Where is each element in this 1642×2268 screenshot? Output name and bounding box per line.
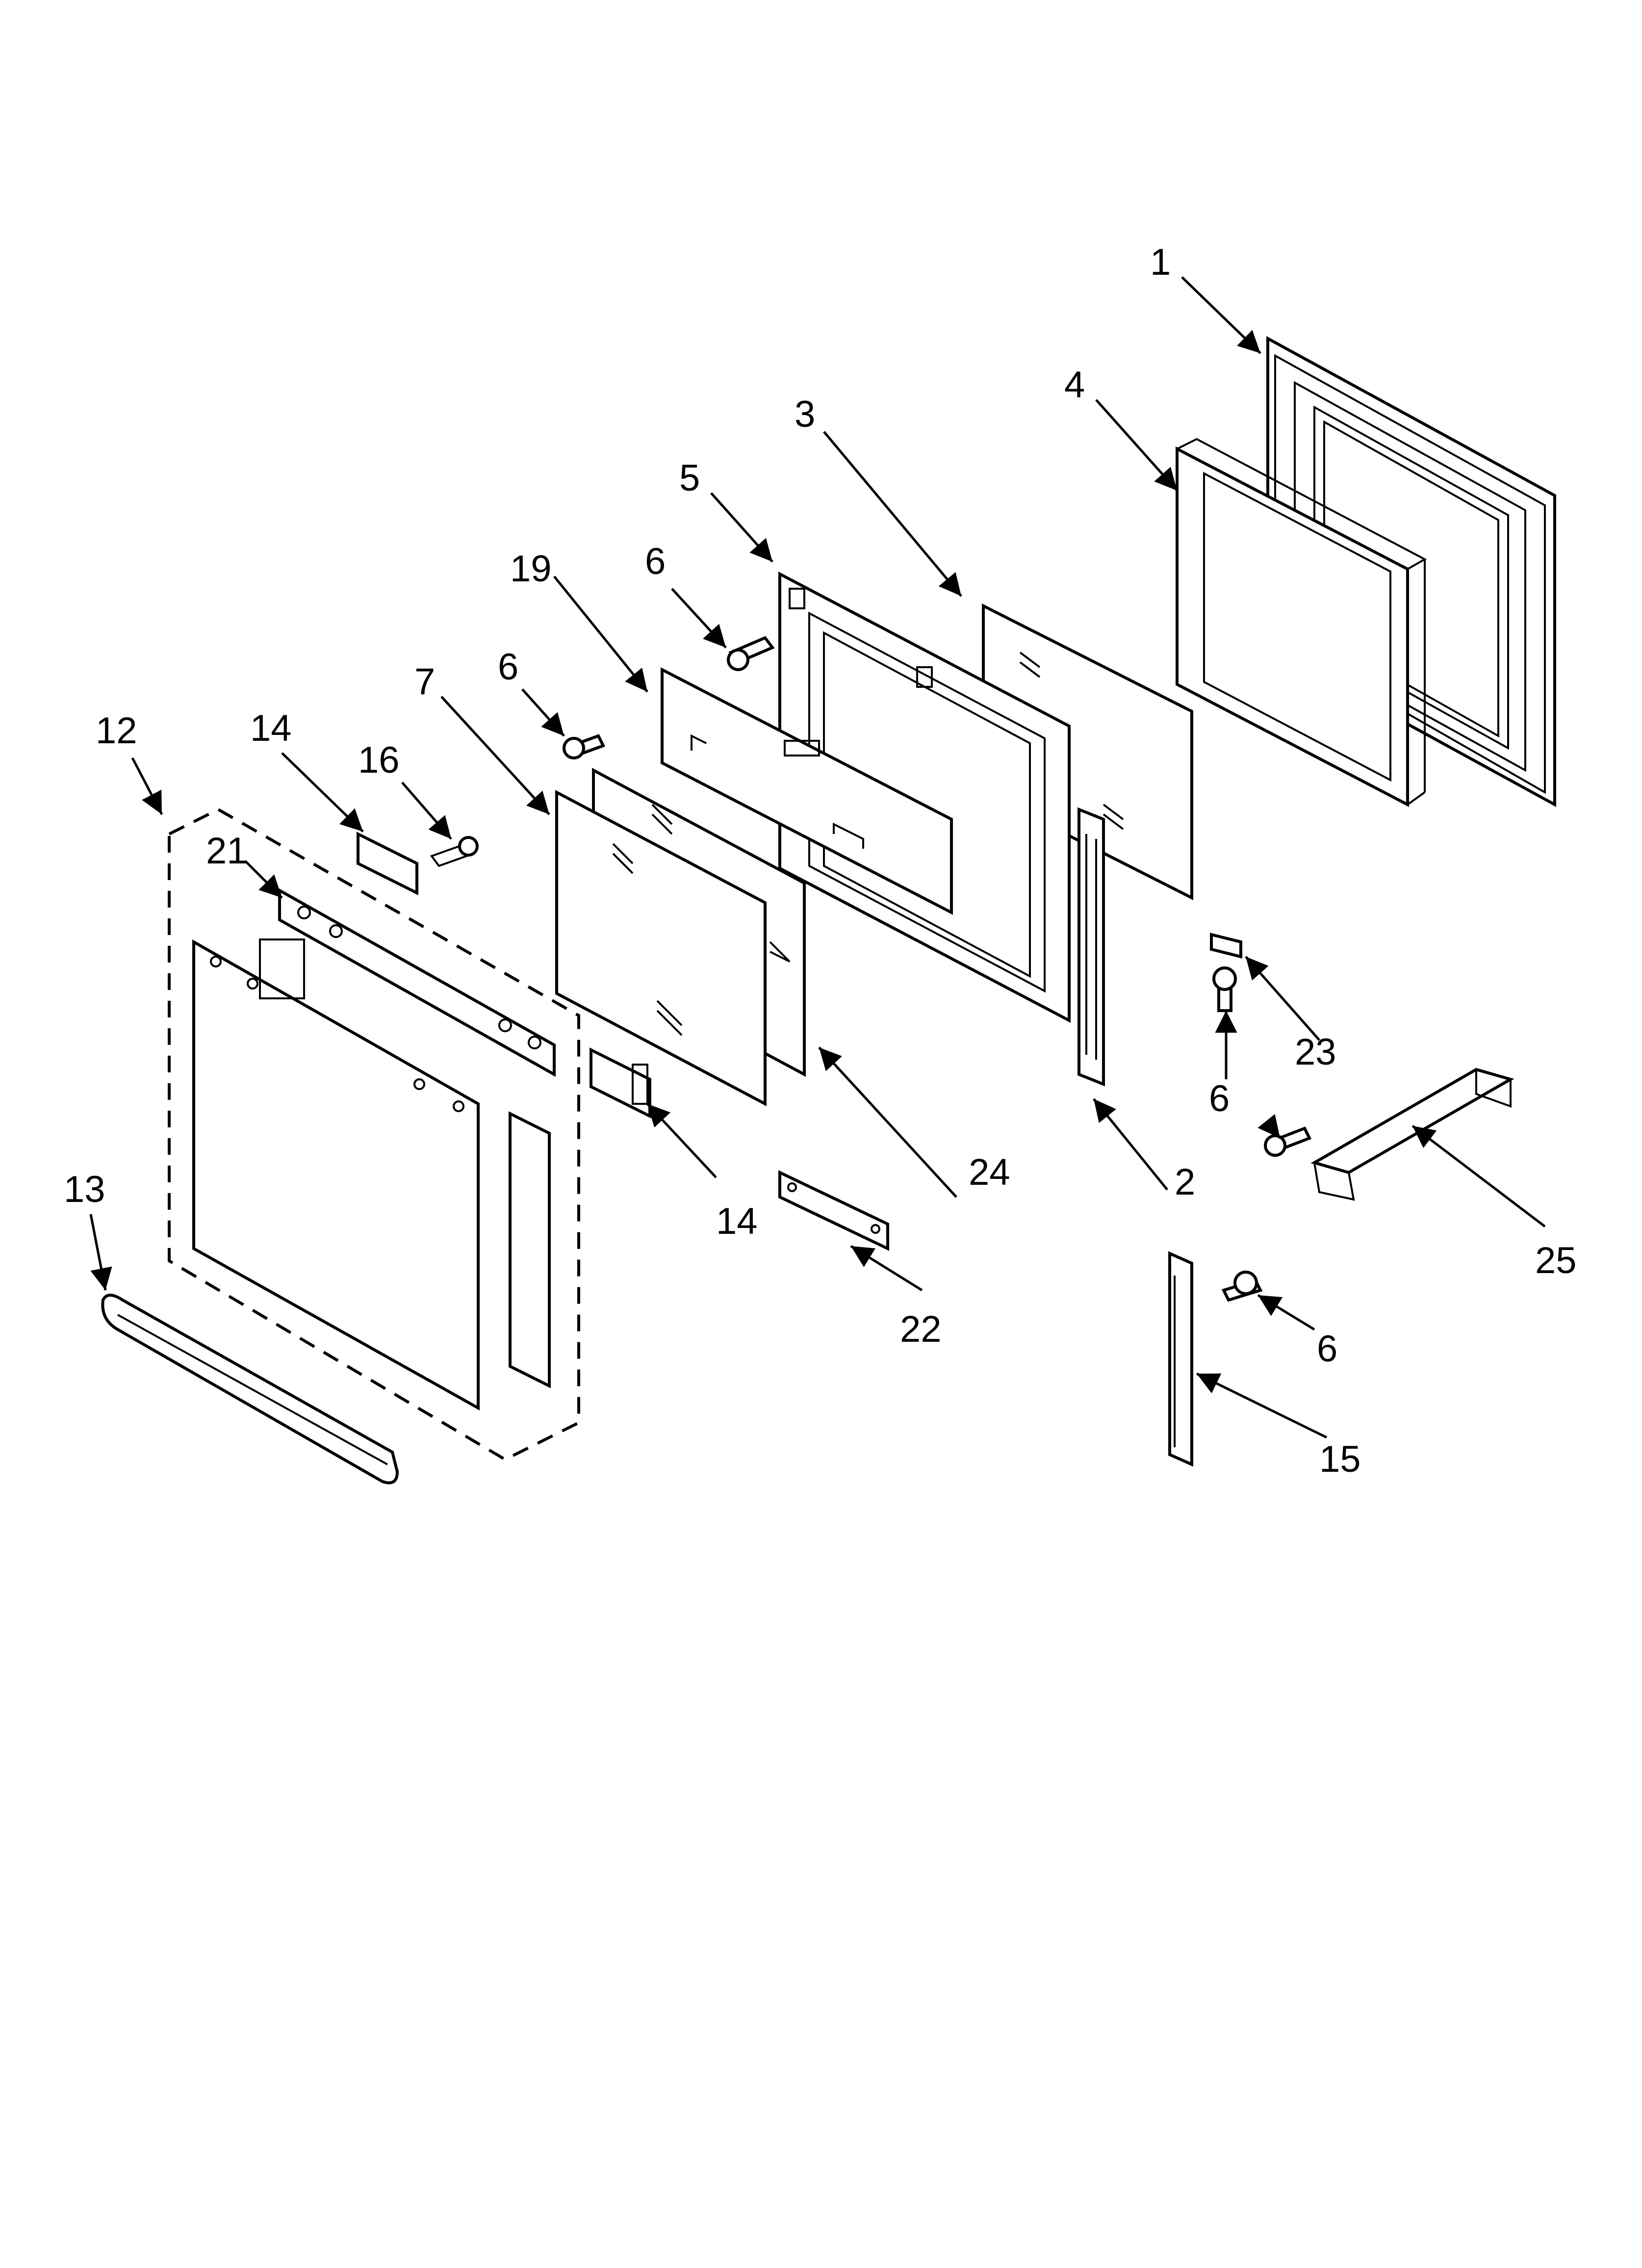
callout-12: 12 <box>96 710 137 752</box>
callout-24: 24 <box>969 1151 1010 1193</box>
outer-door-panel <box>192 938 480 1411</box>
part-1-outer-frame <box>1266 336 1556 808</box>
part-15-rail <box>1168 1251 1193 1467</box>
callout-labels: 1 4 3 5 19 6 6 7 12 14 16 21 23 6 24 2 1… <box>64 241 1577 1480</box>
callout-6-top: 6 <box>645 541 666 582</box>
callout-22: 22 <box>900 1308 942 1350</box>
part-14-bracket-bottom <box>590 1047 651 1119</box>
callout-16: 16 <box>358 739 400 781</box>
part-4-gasket-frame <box>1176 438 1427 807</box>
callout-2: 2 <box>1175 1161 1195 1203</box>
part-6-screws <box>563 636 1312 1302</box>
callout-3: 3 <box>795 393 815 435</box>
part-12-door-outline <box>168 808 580 1461</box>
callout-15: 15 <box>1319 1438 1361 1480</box>
callout-6-bottom: 6 <box>1317 1328 1337 1370</box>
part-13-handle <box>101 1294 399 1485</box>
part-21-top-trim <box>278 887 556 1077</box>
part-22-strip <box>778 1170 889 1251</box>
callout-14-bottom: 14 <box>716 1200 758 1242</box>
callout-21: 21 <box>206 830 248 872</box>
callout-6-left: 6 <box>498 646 518 688</box>
callout-25: 25 <box>1535 1240 1577 1281</box>
callout-5: 5 <box>679 457 700 499</box>
leader-lines <box>89 276 1546 1439</box>
callout-13: 13 <box>64 1169 105 1210</box>
callout-14-top: 14 <box>250 707 292 749</box>
part-25-bracket <box>1310 1068 1514 1201</box>
part-7-outer-glass <box>555 790 767 1106</box>
part-14-bracket-top <box>357 832 479 895</box>
callout-23: 23 <box>1295 1031 1336 1073</box>
part-19-shield <box>661 667 953 915</box>
callout-4: 4 <box>1064 364 1085 406</box>
side-strip <box>509 1111 551 1388</box>
callout-6-right: 6 <box>1209 1078 1230 1120</box>
callout-7: 7 <box>414 661 435 703</box>
part-2-hinge <box>1078 807 1105 1087</box>
callout-19: 19 <box>510 548 552 590</box>
part-23-clip <box>1210 933 1242 1012</box>
callout-1: 1 <box>1150 241 1171 283</box>
